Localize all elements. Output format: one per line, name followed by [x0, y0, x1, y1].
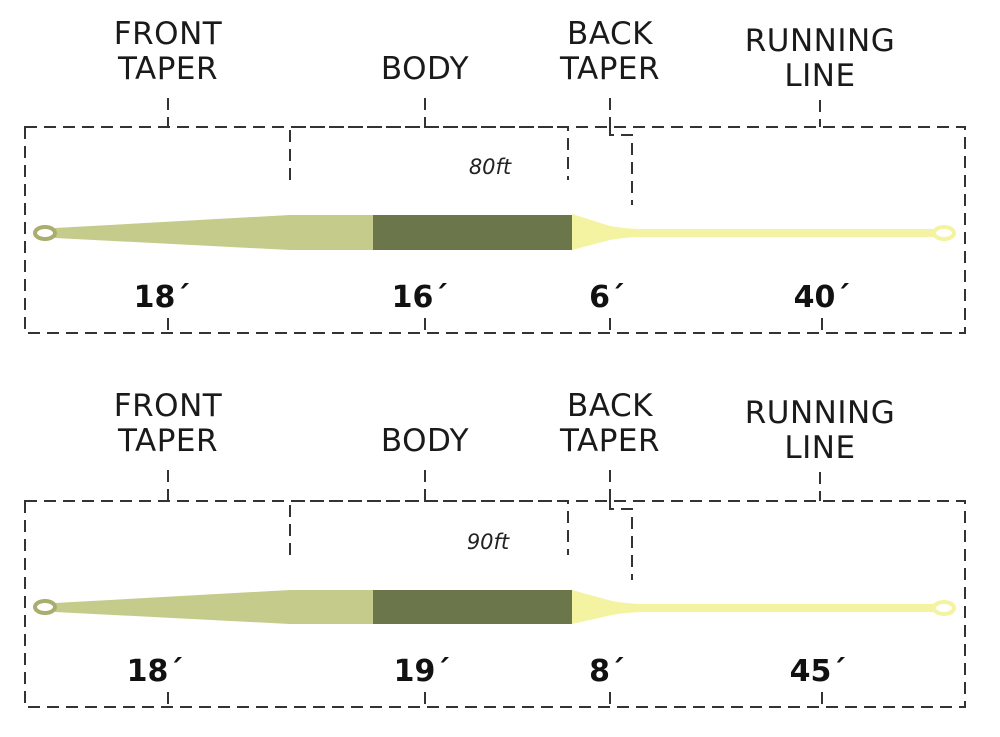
back-taper-label-line2: TAPER: [559, 423, 660, 459]
back-taper-length: 8´: [589, 654, 625, 689]
running-line-label-line2: LINE: [784, 430, 855, 466]
fly-line: [33, 590, 956, 624]
taper-diagram-90ft: FRONT TAPER BODY BACK TAPER RUNNING LINE…: [24, 388, 966, 708]
running-line-length: 45´: [790, 654, 847, 689]
head-bracket: [289, 500, 569, 555]
front-taper-label-line1: FRONT: [114, 388, 223, 424]
body-segment: [373, 590, 572, 624]
rear-welded-loop: [932, 225, 956, 241]
back-taper-label-line2: TAPER: [559, 51, 660, 87]
outer-dashed-frame: [24, 500, 966, 708]
rear-welded-loop: [932, 600, 956, 616]
head-bracket: [289, 126, 569, 180]
running-line-label-line1: RUNNING: [745, 23, 895, 59]
outer-dashed-frame: [24, 126, 966, 334]
front-taper-label-line2: TAPER: [117, 51, 218, 87]
back-taper-label-line1: BACK: [567, 388, 653, 424]
back-taper-and-running-line: [572, 214, 945, 250]
front-taper-length: 18´: [127, 654, 184, 689]
front-taper-label-line1: FRONT: [114, 16, 223, 52]
body-length: 19´: [394, 654, 451, 689]
front-taper-label-line2: TAPER: [117, 423, 218, 459]
total-length-label: 80ft: [469, 155, 512, 179]
running-line-bracket: [609, 127, 633, 205]
fly-line: [33, 214, 956, 250]
body-segment: [373, 215, 572, 250]
front-taper-segment: [55, 215, 373, 250]
running-line-label-line1: RUNNING: [745, 395, 895, 431]
body-length: 16´: [392, 280, 449, 315]
running-line-length: 40´: [794, 280, 851, 315]
running-line-label-line2: LINE: [784, 58, 855, 94]
taper-diagram-80ft: FRONT TAPER BODY BACK TAPER RUNNING LINE…: [24, 16, 966, 334]
body-label: BODY: [381, 423, 469, 459]
body-label: BODY: [381, 51, 469, 87]
front-welded-loop: [33, 225, 57, 241]
front-welded-loop: [33, 599, 57, 615]
total-length-label: 90ft: [467, 530, 510, 554]
back-taper-and-running-line: [572, 590, 945, 624]
front-taper-segment: [55, 590, 373, 624]
front-taper-length: 18´: [134, 280, 191, 315]
back-taper-length: 6´: [589, 280, 625, 315]
running-line-bracket: [609, 501, 633, 580]
back-taper-label-line1: BACK: [567, 16, 653, 52]
